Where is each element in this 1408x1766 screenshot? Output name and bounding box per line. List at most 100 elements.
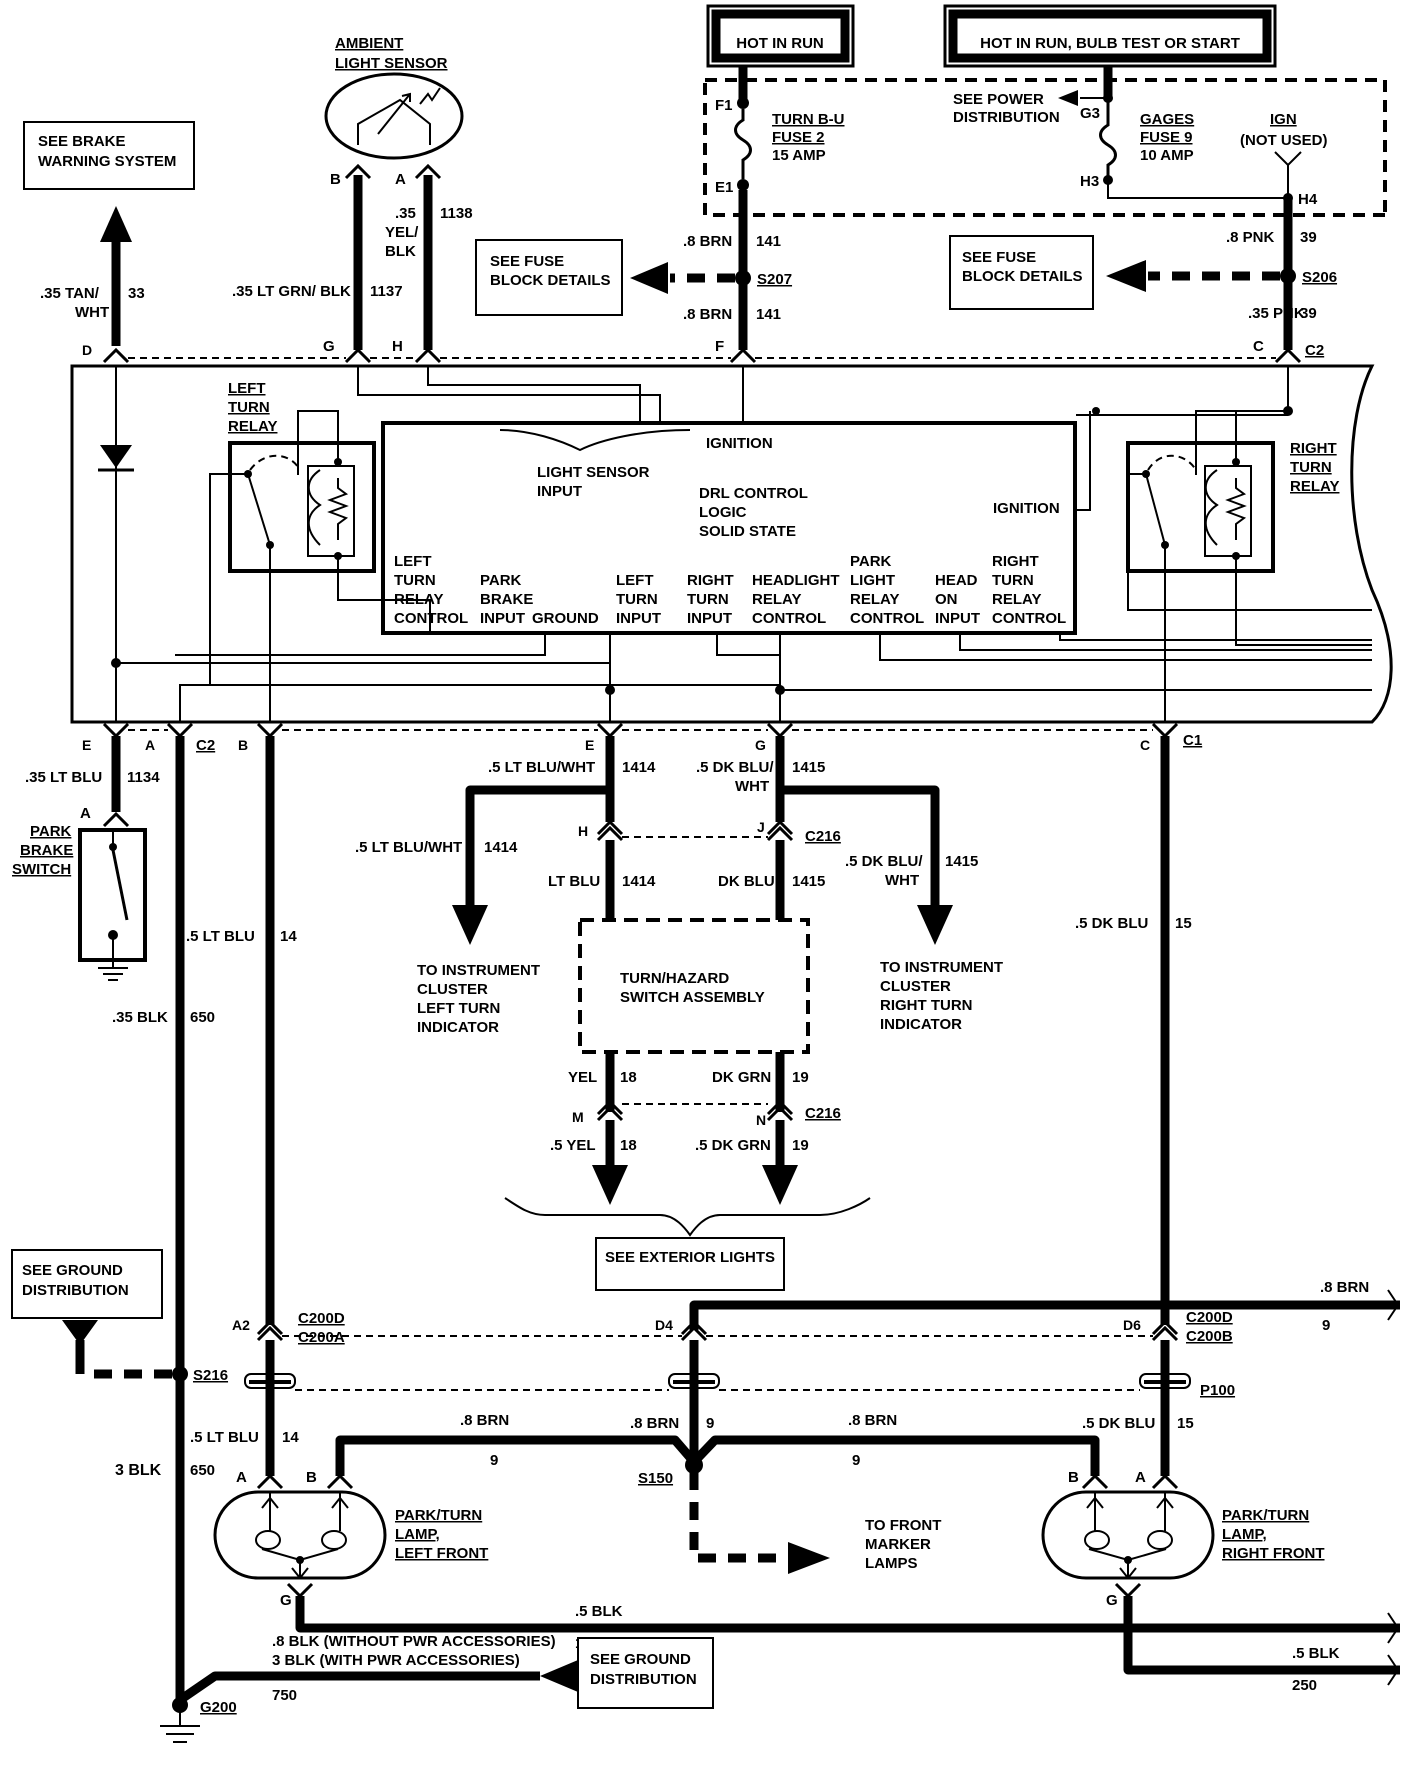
- ground-dist-1a: SEE GROUND: [22, 1262, 123, 1279]
- rti-3: INPUT: [687, 610, 732, 627]
- lti-1: LEFT: [616, 572, 654, 589]
- brake-warning-2: WARNING SYSTEM: [38, 153, 176, 170]
- brake-warning-arrow: [100, 206, 132, 242]
- plrc-3: RELAY: [850, 591, 899, 608]
- gages-amp-label: 10 AMP: [1140, 147, 1194, 164]
- conn-top-h: H: [392, 338, 403, 355]
- gages-fuse: [1099, 98, 1117, 180]
- wire-750-label-b: 3 BLK (WITH PWR ACCESSORIES): [272, 1652, 520, 1669]
- wire-18-num-a: 18: [620, 1069, 637, 1086]
- see-exterior-lights: SEE EXTERIOR LIGHTS: [595, 1237, 785, 1291]
- lamp-right-pin-g: G: [1106, 1592, 1118, 1609]
- wire-9-left-label: .8 BRN: [460, 1412, 509, 1429]
- drl-label-2: LOGIC: [699, 504, 747, 521]
- left-relay-2: TURN: [228, 399, 270, 416]
- lamp-right-2: LAMP,: [1222, 1526, 1267, 1543]
- fuse-block-2b: BLOCK DETAILS: [962, 268, 1083, 285]
- hrc-1: HEADLIGHT: [752, 572, 840, 589]
- wire-750-num: 750: [272, 1687, 297, 1704]
- hrc-2: RELAY: [752, 591, 801, 608]
- conn-c2-bot: C2: [196, 737, 215, 754]
- splice-s207-label: S207: [757, 271, 792, 288]
- wire-1138-gauge: .35: [395, 205, 416, 222]
- wire-9-left: [335, 1435, 698, 1476]
- park-brake-1: PARK: [30, 823, 72, 840]
- wire-1415-num-b: 1415: [945, 853, 978, 870]
- lamp-left-3: LEFT FRONT: [395, 1545, 488, 1562]
- fuse-block-1b: BLOCK DETAILS: [490, 272, 611, 289]
- rtrc-2: TURN: [992, 572, 1034, 589]
- ic-left-2: CLUSTER: [417, 981, 488, 998]
- drl-module-outline: [70, 364, 1393, 724]
- wire-19-num-b: 19: [792, 1137, 809, 1154]
- turn-bu-amp-label: 15 AMP: [772, 147, 826, 164]
- conn-c216-bot: C216: [805, 1105, 841, 1122]
- conn-c2-top: C2: [1305, 342, 1324, 359]
- power-dist-arrow: [1058, 90, 1078, 106]
- splice-s207: [735, 270, 751, 286]
- wire-9-right-num: 9: [852, 1452, 860, 1469]
- ltrc-2: TURN: [394, 572, 436, 589]
- wire-650-num-b: 650: [190, 1462, 215, 1479]
- ic-right-4: INDICATOR: [880, 1016, 962, 1033]
- rtrc-1: RIGHT: [992, 553, 1039, 570]
- conn-bot-b: B: [238, 737, 248, 753]
- wire-750-label-a: .8 BLK (WITHOUT PWR ACCESSORIES): [272, 1633, 556, 1650]
- wire-1138-num: 1138: [440, 205, 473, 222]
- wire-39-label-a: .8 PNK: [1226, 229, 1275, 246]
- sensor-title-2: LIGHT SENSOR: [335, 55, 448, 72]
- right-relay-2: TURN: [1290, 459, 1332, 476]
- conn-c200d-left: C200D: [298, 1310, 345, 1327]
- wire-9-right-label: .8 BRN: [848, 1412, 897, 1429]
- c216-pin-m: M: [572, 1109, 584, 1125]
- ic-left-arrow: [452, 905, 488, 945]
- conn-c200a: C200A: [298, 1329, 345, 1346]
- see-power-dist-2: DISTRIBUTION: [953, 109, 1060, 126]
- see-power-dist-1: SEE POWER: [953, 91, 1044, 108]
- wire-18-num-b: 18: [620, 1137, 637, 1154]
- lti-3: INPUT: [616, 610, 661, 627]
- wire-19-label-a: DK GRN: [712, 1069, 771, 1086]
- conn-c1: C1: [1183, 732, 1202, 749]
- see-fuse-block-1: SEE FUSE BLOCK DETAILS: [475, 239, 623, 316]
- c200-pin-d4: D4: [655, 1317, 673, 1333]
- splice-s206: [1280, 268, 1296, 284]
- wire-1415-branch: [780, 785, 940, 910]
- wire-39-num-b: 39: [1300, 305, 1317, 322]
- wire-1414-num-a: 1414: [622, 759, 656, 776]
- wire-1134-num: 1134: [127, 769, 160, 786]
- lti-2: TURN: [616, 591, 658, 608]
- right-relay-1: RIGHT: [1290, 440, 1337, 457]
- wire-9-top-label: .8 BRN: [1320, 1279, 1369, 1296]
- wire-1415-label-c: DK BLU: [718, 873, 775, 890]
- ground-dist-2a: SEE GROUND: [590, 1651, 691, 1668]
- conn-bot-e: E: [82, 737, 91, 753]
- see-brake-warning: SEE BRAKE WARNING SYSTEM: [23, 121, 195, 190]
- splice-s150-label: S150: [638, 1470, 673, 1487]
- wire-1414-label-b: .5 LT BLU/WHT: [355, 839, 462, 856]
- lamp-right-pin-b: B: [1068, 1469, 1079, 1486]
- wire-250: [1123, 1596, 1400, 1675]
- drl-label-1: DRL CONTROL: [699, 485, 808, 502]
- ground-dist-2b: DISTRIBUTION: [590, 1671, 697, 1688]
- conn-bot-g: G: [755, 737, 766, 753]
- hot-in-run-bulb-label: HOT IN RUN, BULB TEST OR START: [980, 35, 1240, 52]
- exterior-lights-text: SEE EXTERIOR LIGHTS: [605, 1249, 775, 1266]
- wire-650-label-a: .35 BLK: [112, 1009, 168, 1026]
- wire-14-num-b: 14: [282, 1429, 299, 1446]
- hoi-3: INPUT: [935, 610, 980, 627]
- conn-bot-e2: E: [585, 737, 594, 753]
- c216-pin-h: H: [578, 823, 588, 839]
- wire-1414-branch: [465, 785, 610, 910]
- turn-bu-fuse-label: FUSE 2: [772, 129, 825, 146]
- wire-19-num-a: 19: [792, 1069, 809, 1086]
- park-brake-3: SWITCH: [12, 861, 71, 878]
- ground-dist-1b: DISTRIBUTION: [22, 1282, 129, 1299]
- left-relay-1: LEFT: [228, 380, 266, 397]
- sensor-pin-a: A: [395, 171, 406, 188]
- conn-c216-top: C216: [805, 828, 841, 845]
- c216-pin-n: N: [756, 1112, 766, 1128]
- wire-1414-num-c: 1414: [622, 873, 656, 890]
